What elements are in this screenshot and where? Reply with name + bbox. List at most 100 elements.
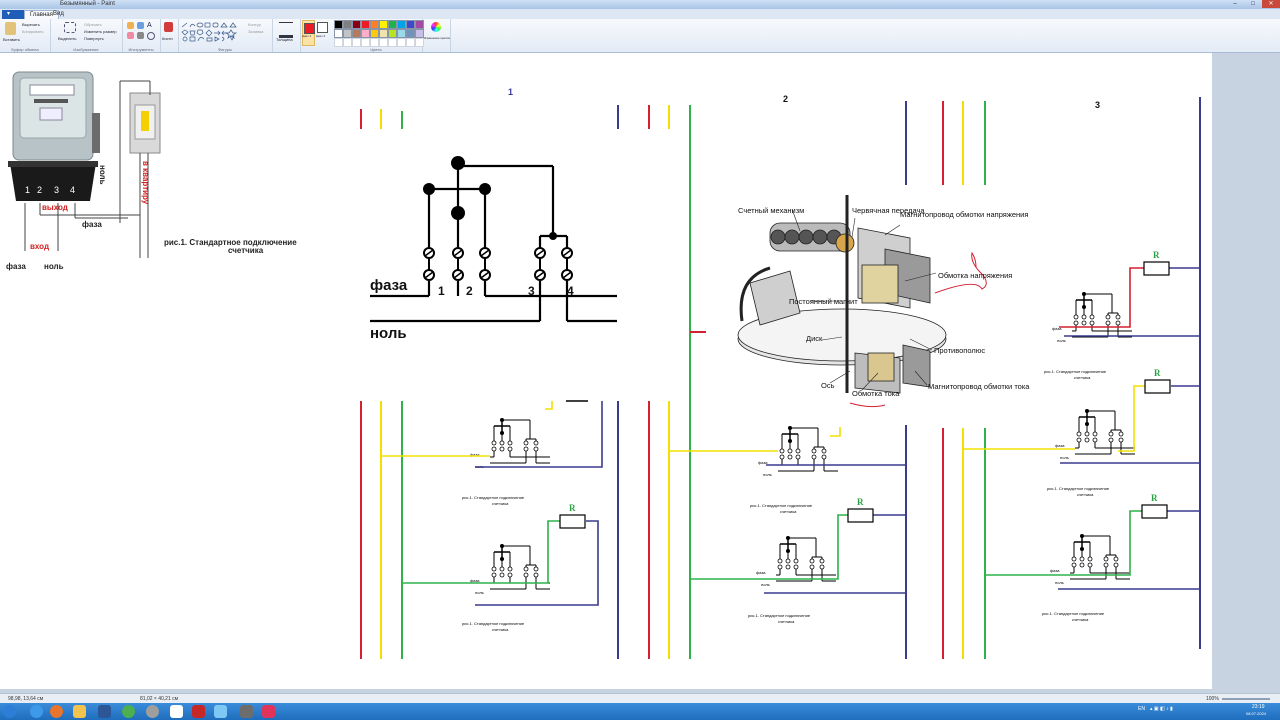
red-annotation-marks (849, 251, 987, 408)
language-indicator[interactable]: EN (1138, 706, 1145, 712)
mini-node (500, 557, 504, 561)
palette-empty-swatch[interactable] (397, 38, 406, 47)
mini-node (1080, 547, 1084, 551)
mini-phase-label: фаза (1055, 443, 1065, 448)
palette-empty-swatch[interactable] (361, 38, 370, 47)
mini-terminal (523, 440, 529, 446)
notepad-icon[interactable] (170, 705, 183, 718)
palette-swatch[interactable] (334, 20, 343, 29)
palette-empty-swatch[interactable] (415, 38, 424, 47)
mini-neutral-label: ноль (475, 590, 484, 595)
brushes-button[interactable]: Кисти (162, 36, 173, 41)
pencil-icon[interactable] (127, 22, 134, 29)
eraser-icon[interactable] (127, 32, 134, 39)
palette-swatch[interactable] (406, 29, 415, 38)
palette-swatch[interactable] (343, 29, 352, 38)
palette-empty-swatch[interactable] (343, 38, 352, 47)
palette-swatch[interactable] (415, 29, 424, 38)
mini-caption-line2: счетчика (1074, 375, 1091, 380)
drawing-canvas[interactable]: 1 2 3 4 фаза (0, 53, 1212, 689)
select-button[interactable]: Выделить (58, 36, 77, 41)
shapes-gallery-icon[interactable] (181, 22, 241, 42)
tab-file[interactable]: ▾ (2, 10, 26, 19)
tab-view[interactable]: Вид (53, 11, 64, 17)
palette-swatch[interactable] (361, 20, 370, 29)
start-button[interactable] (3, 705, 16, 718)
thickness-button[interactable]: Толщина (276, 37, 293, 42)
resize-button[interactable]: Изменить размер (84, 29, 117, 34)
color1-box[interactable] (302, 20, 315, 46)
paste-icon[interactable] (5, 22, 16, 35)
tray-icons[interactable]: ▴ ▣ ◧ ♪ ▮ (1150, 706, 1173, 712)
tab-home[interactable]: Главная (24, 10, 59, 20)
palette-swatch[interactable] (361, 29, 370, 38)
word-icon[interactable] (98, 705, 111, 718)
palette-empty-swatch[interactable] (352, 38, 361, 47)
color-picker-icon[interactable] (137, 32, 144, 39)
palette-swatch[interactable] (397, 20, 406, 29)
fill-bucket-icon[interactable] (137, 22, 144, 29)
palette-swatch[interactable] (379, 29, 388, 38)
mini-node (786, 549, 790, 553)
palette-swatch[interactable] (379, 20, 388, 29)
palette-swatch[interactable] (415, 20, 424, 29)
palette-swatch[interactable] (352, 29, 361, 38)
wire (1118, 385, 1146, 452)
mini-caption-line2: счетчика (778, 619, 795, 624)
text-tool-icon[interactable]: A (147, 22, 152, 29)
mini-terminal (1084, 437, 1090, 443)
mini-terminal (811, 448, 817, 454)
palette-swatch[interactable] (397, 29, 406, 38)
brush-icon[interactable] (164, 22, 173, 32)
mini-neutral-label: ноль (1057, 338, 1066, 343)
color2-box[interactable] (317, 22, 328, 33)
folder-icon[interactable] (73, 705, 86, 718)
palette-empty-swatch[interactable] (406, 38, 415, 47)
paste-button[interactable]: Вставить (3, 37, 20, 42)
palette-empty-swatch[interactable] (334, 38, 343, 47)
panel-number-1: 1 (508, 87, 513, 97)
crop-button[interactable]: Обрезать (84, 22, 102, 27)
mini-terminal (1118, 437, 1124, 443)
mech-axis: Ось (821, 381, 835, 390)
mini-terminal (499, 566, 505, 572)
app2-icon[interactable] (262, 705, 275, 718)
photo-phase-label: фаза (6, 262, 26, 271)
palette-swatch[interactable] (388, 29, 397, 38)
palette-swatch[interactable] (370, 20, 379, 29)
main-schematic (370, 161, 617, 323)
cut-button[interactable]: Вырезать (22, 22, 40, 27)
palette-swatch[interactable] (334, 29, 343, 38)
ie-icon[interactable] (30, 705, 43, 718)
palette-empty-swatch[interactable] (370, 38, 379, 47)
minimize-button[interactable]: – (1233, 1, 1237, 7)
close-button[interactable]: ✕ (1262, 0, 1280, 8)
palette-swatch[interactable] (406, 20, 415, 29)
outline-button[interactable]: Контур (248, 22, 261, 27)
edit-colors-button[interactable]: Изменение цветов (424, 36, 450, 40)
palette-swatch[interactable] (352, 20, 361, 29)
magnifier-icon[interactable] (147, 32, 155, 40)
explorer-icon[interactable] (240, 705, 253, 718)
paint-icon[interactable] (214, 705, 227, 718)
app-icon[interactable] (146, 705, 159, 718)
chrome-icon[interactable] (122, 705, 135, 718)
palette-swatch[interactable] (388, 20, 397, 29)
wire (985, 510, 1142, 576)
rotate-button[interactable]: Повернуть (84, 36, 104, 41)
palette-swatch[interactable] (370, 29, 379, 38)
pdf-icon[interactable] (192, 705, 205, 718)
palette-empty-swatch[interactable] (388, 38, 397, 47)
maximize-button[interactable]: □ (1251, 1, 1255, 7)
copy-button[interactable]: Копировать (22, 29, 44, 34)
palette-swatch[interactable] (343, 20, 352, 29)
thickness-icon[interactable] (279, 22, 293, 38)
fill-button[interactable]: Заливка (248, 29, 264, 34)
firefox-icon[interactable] (50, 705, 63, 718)
resistor-box (847, 508, 874, 523)
edit-colors-icon[interactable] (431, 22, 441, 32)
zoom-slider[interactable] (1222, 698, 1270, 700)
select-icon[interactable] (64, 22, 76, 33)
palette-empty-swatch[interactable] (379, 38, 388, 47)
